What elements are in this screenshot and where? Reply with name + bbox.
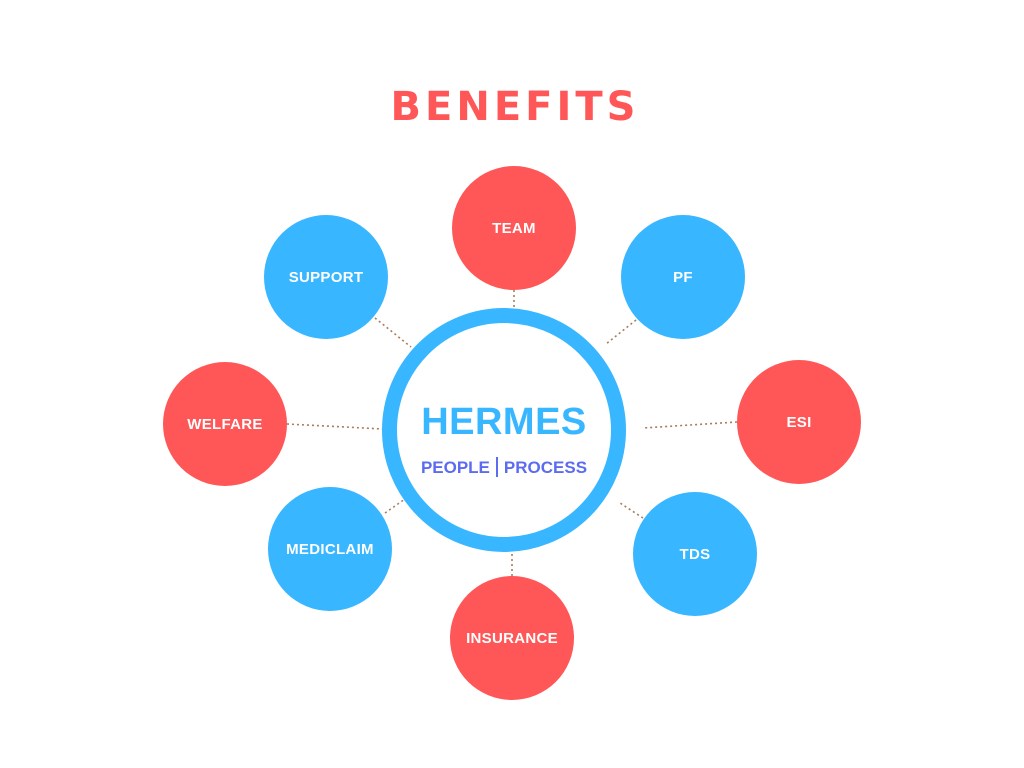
connector-esi <box>642 421 738 429</box>
node-label: PF <box>673 268 693 286</box>
node-pf: PF <box>621 215 745 339</box>
diagram-title: BENEFITS <box>390 84 640 130</box>
connector-support <box>374 317 412 348</box>
node-label: MEDICLAIM <box>286 540 374 558</box>
node-support: SUPPORT <box>264 215 388 339</box>
hub-subtitle-people: PEOPLE <box>420 458 490 477</box>
hub-title: HERMES <box>421 401 587 443</box>
node-insurance: INSURANCE <box>450 576 574 700</box>
connector-pf <box>605 319 637 345</box>
node-label: ESI <box>786 413 812 431</box>
connector-mediclaim <box>384 498 406 514</box>
connector-welfare <box>286 423 384 430</box>
connector-tds <box>619 502 644 519</box>
node-label: WELFARE <box>187 415 263 433</box>
node-welfare: WELFARE <box>163 362 287 486</box>
hub-subtitle-process: PROCESS <box>503 458 588 477</box>
node-label: INSURANCE <box>466 629 558 647</box>
hub-circle: HERMES PEOPLE PROCESS <box>382 308 626 552</box>
node-label: SUPPORT <box>288 268 364 286</box>
node-mediclaim: MEDICLAIM <box>268 487 392 611</box>
node-team: TEAM <box>452 166 576 290</box>
subtitle-divider <box>495 457 498 477</box>
node-esi: ESI <box>737 360 861 484</box>
hub-subtitle: PEOPLE PROCESS <box>397 457 611 478</box>
node-tds: TDS <box>633 492 757 616</box>
node-label: TEAM <box>492 219 536 237</box>
node-label: TDS <box>679 545 711 563</box>
